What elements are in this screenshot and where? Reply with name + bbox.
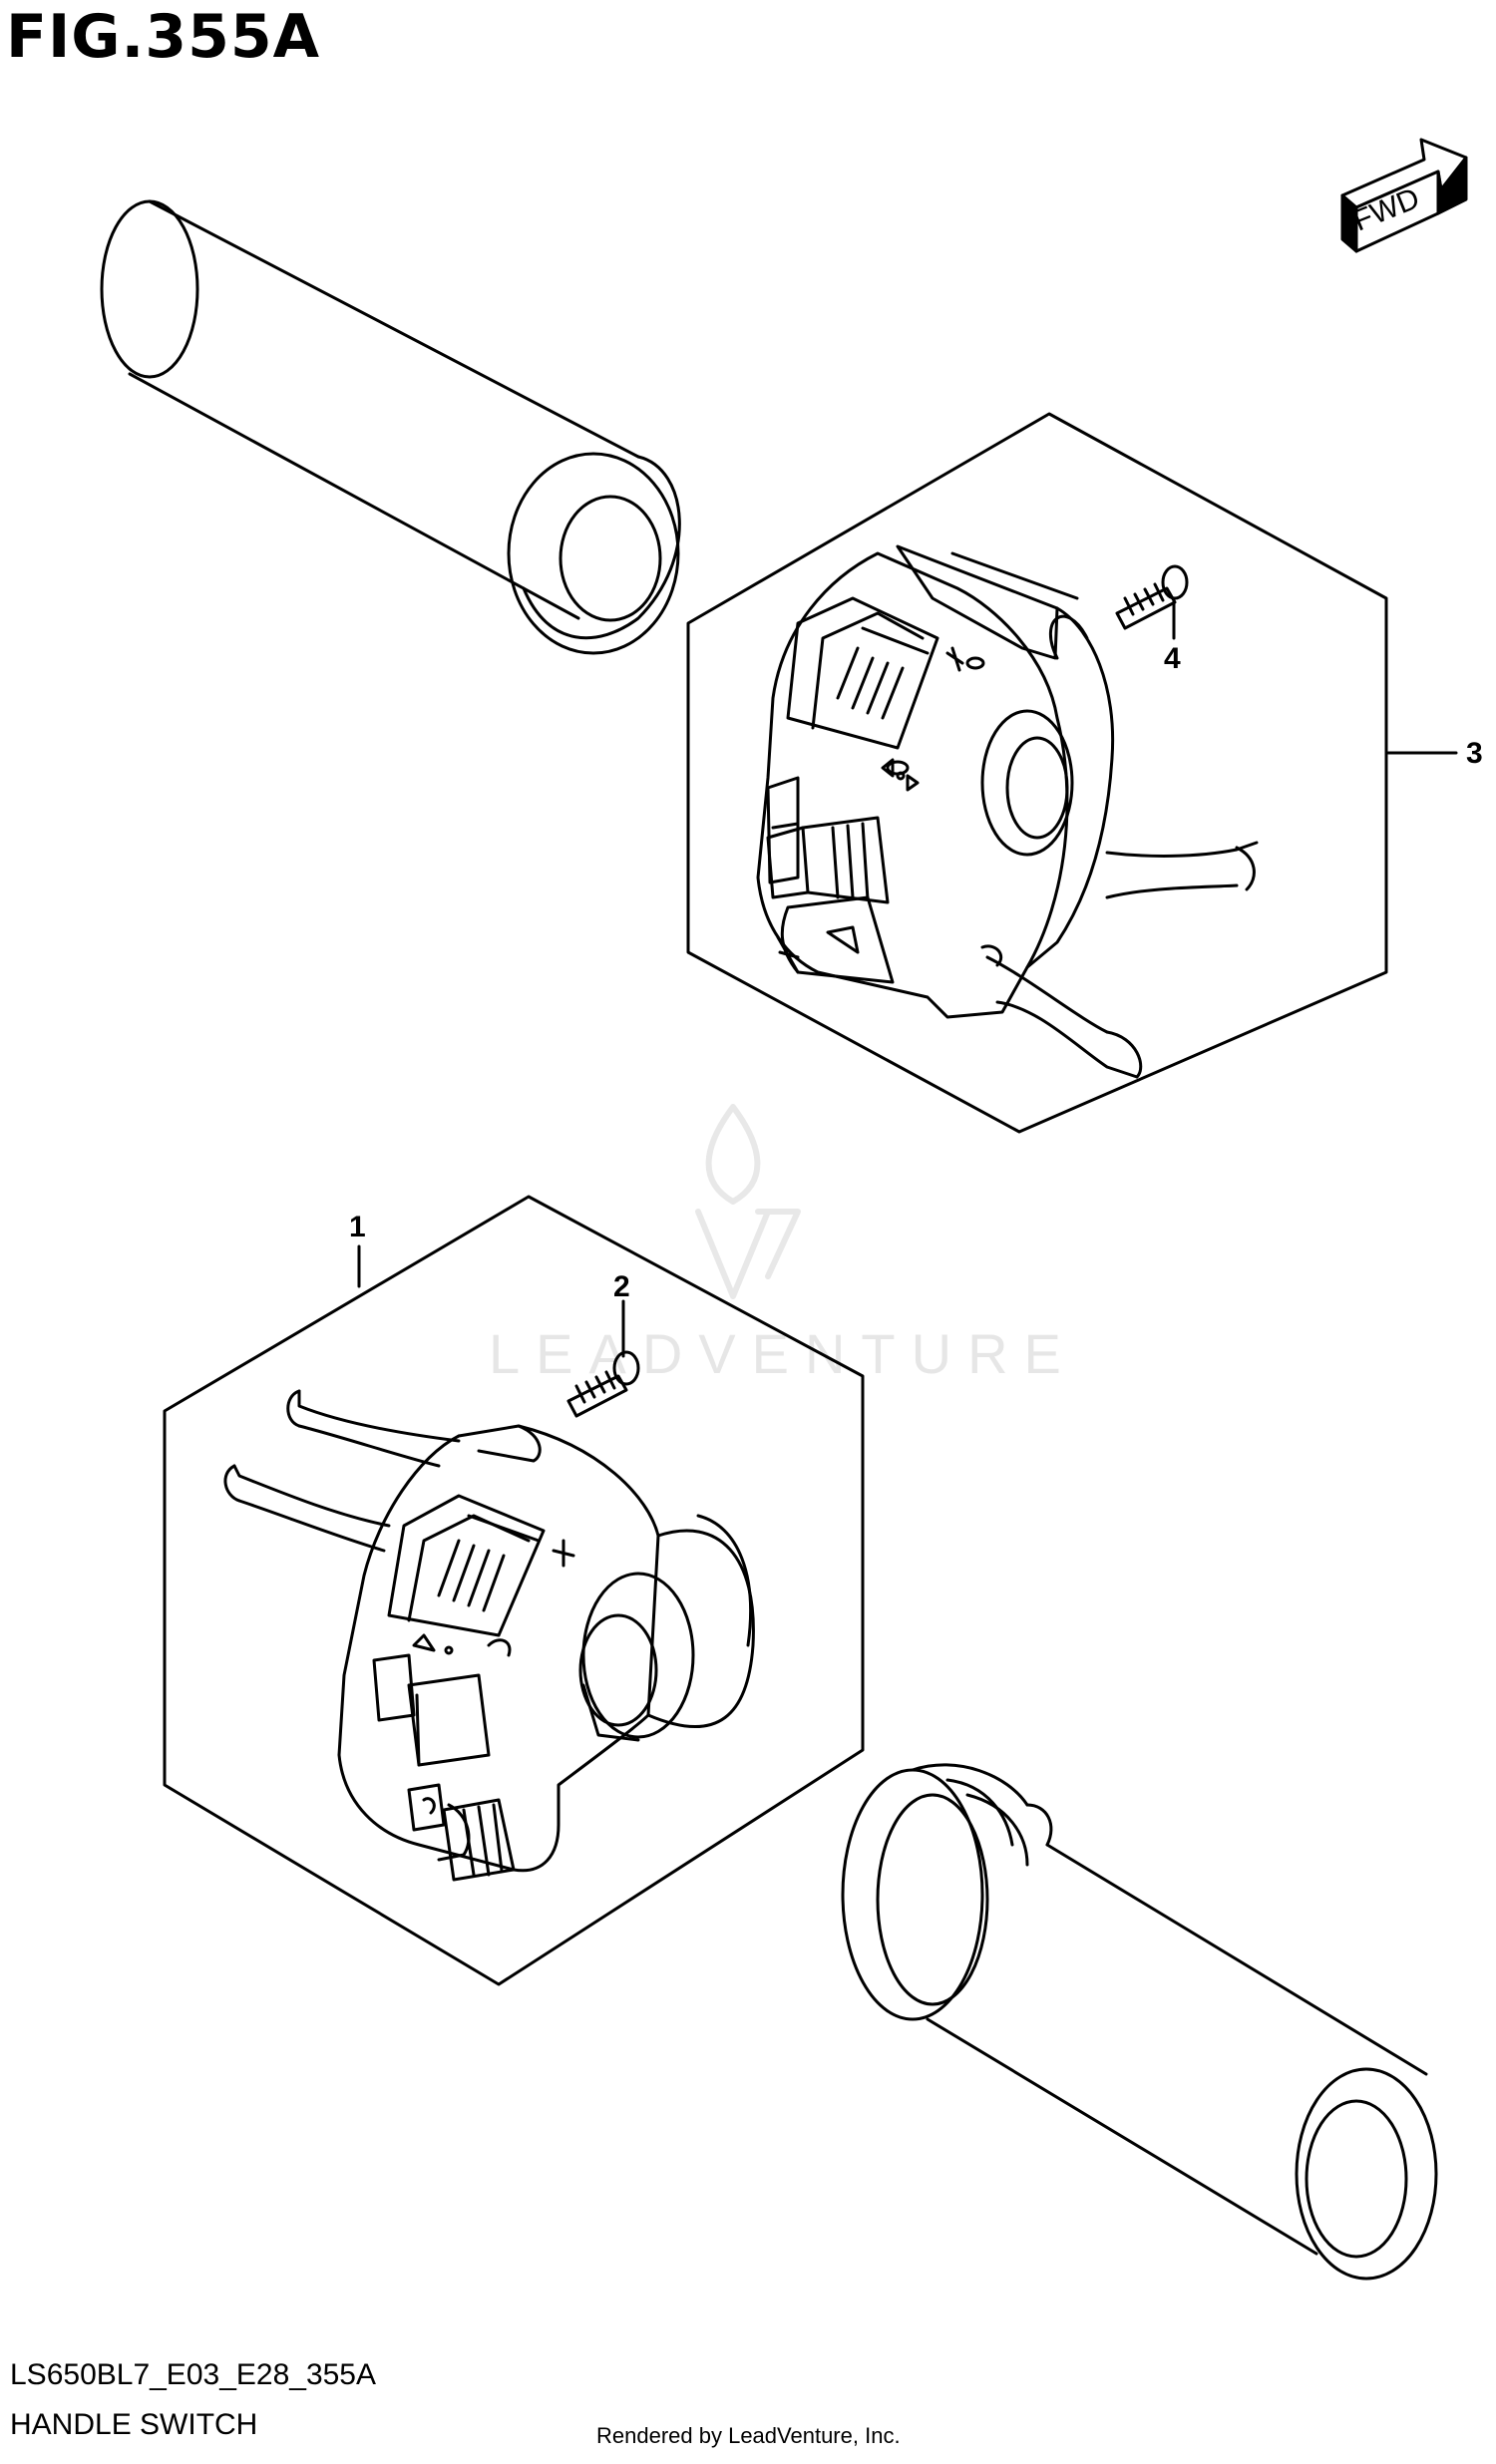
- watermark-text: LEADVENTURE: [489, 1322, 1077, 1385]
- screw-4: [1115, 564, 1189, 630]
- callout-2: 2: [613, 1270, 630, 1303]
- callout-4: 4: [1164, 642, 1181, 675]
- watermark-logo: [695, 1104, 801, 1299]
- switch-housing-left: [223, 1389, 755, 1882]
- rendered-by-credit: Rendered by LeadVenture, Inc.: [596, 2423, 901, 2448]
- callout-1: 1: [349, 1211, 366, 1243]
- figure-caption: HANDLE SWITCH: [10, 2408, 258, 2441]
- hexagon-frame-upper: [686, 412, 1388, 1134]
- switch-housing-right: [756, 544, 1259, 1079]
- grip-upper: [100, 199, 681, 655]
- callout-3: 3: [1466, 737, 1483, 770]
- figure-title: FIG.355A: [6, 2, 321, 72]
- fwd-arrow: FWD: [1340, 138, 1468, 253]
- model-code: LS650BL7_E03_E28_355A: [10, 2358, 377, 2391]
- hexagon-frame-lower: [163, 1195, 865, 1986]
- grip-lower: [841, 1763, 1438, 2281]
- screw-2: [566, 1350, 640, 1418]
